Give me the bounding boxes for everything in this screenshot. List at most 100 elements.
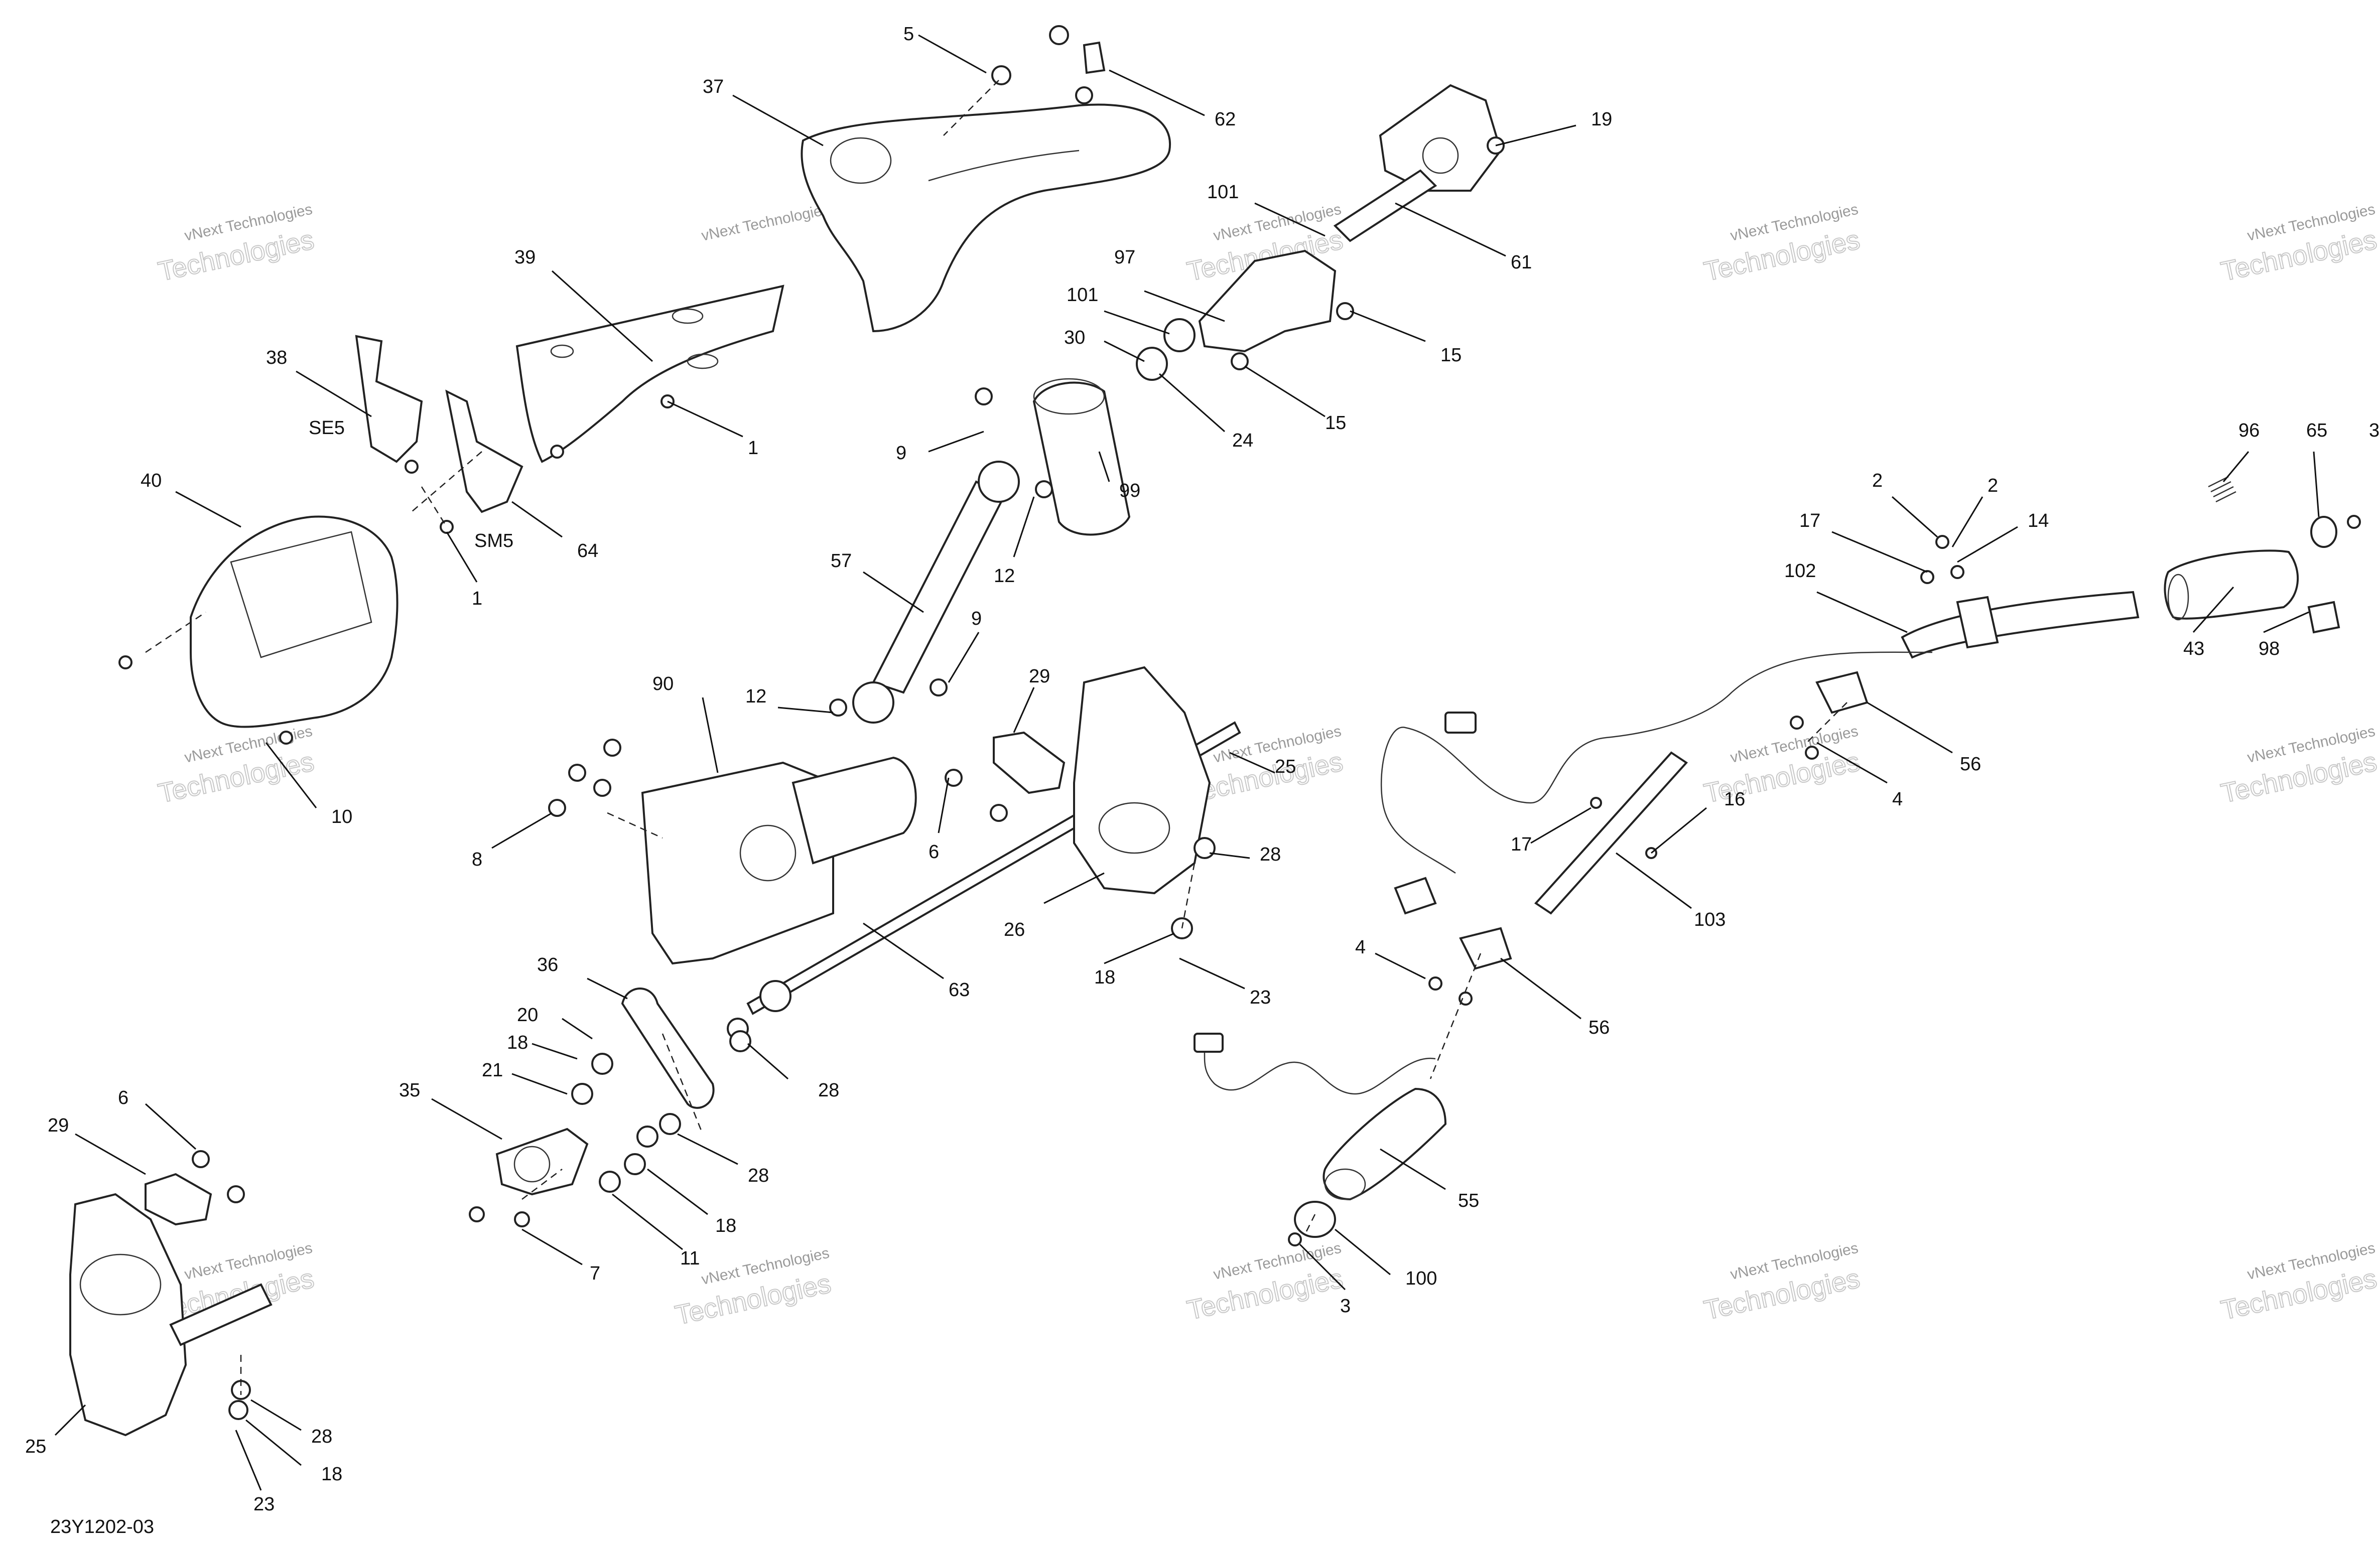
steering-knuckle (1073, 666, 1211, 895)
nut (228, 1400, 248, 1420)
watermark: Technologies (1701, 1264, 1863, 1326)
callout-102: 102 (1784, 560, 1816, 582)
ring (1136, 347, 1168, 381)
washer (591, 1053, 613, 1075)
callout-4: 4 (1892, 789, 1903, 810)
callout-103: 103 (1694, 909, 1726, 930)
nut (599, 1171, 621, 1193)
bolt (1590, 797, 1602, 809)
grip-heater-wire (1194, 1038, 1436, 1095)
callout-65: 65 (2306, 420, 2327, 441)
callout-9: 9 (896, 443, 906, 464)
watermark: Technologies (673, 1269, 834, 1331)
callout-18: 18 (321, 1464, 342, 1485)
instrument-hood (190, 515, 399, 728)
bolt (1790, 716, 1804, 730)
bolt (548, 799, 566, 817)
bolt (1336, 302, 1354, 320)
plate-bore (1422, 137, 1459, 174)
bolt (1288, 1232, 1302, 1246)
grip-end (2167, 574, 2189, 621)
watermark: Technologies (156, 225, 317, 287)
callout-100: 100 (1405, 1268, 1437, 1289)
knuckle-bore (1098, 802, 1170, 854)
tie-rod-end (759, 980, 791, 1012)
callout-28: 28 (818, 1080, 839, 1101)
callout-15: 15 (1440, 345, 1462, 366)
column-bracket (1198, 249, 1337, 353)
bolt (1920, 570, 1934, 584)
spacer (2307, 601, 2340, 634)
grip-connector (1194, 1033, 1224, 1053)
bolt (405, 460, 419, 474)
bolt (593, 779, 611, 797)
watermark: Technologies (2218, 225, 2379, 287)
steering-arm (993, 731, 1066, 794)
callout-21: 21 (482, 1060, 503, 1081)
callout-6: 6 (929, 842, 939, 863)
right-grip (2164, 549, 2299, 620)
u-joint-upper (978, 461, 1020, 503)
callout-99: 99 (1119, 480, 1140, 501)
callout-25: 25 (25, 1436, 46, 1457)
washer (571, 1083, 593, 1105)
nut (1035, 480, 1053, 498)
watermark: vNext Technologies (700, 201, 831, 244)
bolt (227, 1185, 245, 1203)
u-joint-lower (852, 681, 894, 724)
panel-hole (687, 353, 719, 369)
cover-rib (928, 150, 1080, 182)
callout-1: 1 (748, 438, 758, 459)
sleeve-opening (1033, 378, 1105, 415)
watermark: Technologies (1701, 225, 1863, 287)
callout-8: 8 (472, 849, 482, 870)
sleeve (1032, 381, 1131, 536)
callout-15: 15 (1325, 412, 1346, 434)
washer (636, 1126, 658, 1148)
callout-3: 3 (1340, 1296, 1351, 1317)
nut (624, 1153, 646, 1175)
bracket-se5 (355, 335, 423, 463)
callout-28: 28 (1260, 844, 1281, 865)
callout-17: 17 (1511, 834, 1532, 855)
cap (1083, 41, 1106, 74)
callout-30: 30 (1064, 327, 1085, 348)
support-rod (1534, 751, 1688, 915)
callout-39: 39 (514, 247, 536, 268)
bolt (1075, 86, 1093, 104)
callout-18: 18 (1094, 967, 1115, 988)
callout-29: 29 (1029, 666, 1050, 687)
callout-16: 16 (1724, 789, 1745, 810)
bolt (568, 764, 586, 782)
callout-se5: SE5 (309, 417, 345, 439)
bolt (118, 655, 133, 669)
bolt (550, 445, 564, 459)
nut (829, 698, 847, 717)
steering-column-cover (801, 103, 1171, 333)
bushing (1163, 318, 1196, 352)
callout-96: 96 (2238, 420, 2260, 441)
callout-101: 101 (1067, 285, 1098, 306)
callout-35: 35 (399, 1080, 420, 1101)
bearing-bracket (495, 1128, 589, 1196)
bolt (514, 1211, 530, 1227)
upper-shaft (1333, 169, 1437, 242)
panel-hole (672, 308, 704, 324)
callout-61: 61 (1511, 252, 1532, 273)
callout-26: 26 (1004, 919, 1025, 940)
callout-2: 2 (1872, 470, 1883, 491)
bolt (1428, 976, 1442, 991)
callout-63: 63 (949, 979, 970, 1001)
clamp-upper (1815, 671, 1869, 714)
callout-9: 9 (971, 608, 982, 629)
callout-28: 28 (311, 1426, 332, 1447)
bolt (192, 1150, 210, 1168)
callout-97: 97 (1114, 247, 1135, 268)
power-steering-unit (641, 761, 834, 965)
steering-arm-left (145, 1173, 212, 1226)
callout-7: 7 (590, 1263, 600, 1284)
bracket-sm5 (445, 389, 523, 513)
callout-64: 64 (577, 540, 598, 562)
callout-6: 6 (118, 1087, 128, 1108)
watermark: Technologies (1184, 1264, 1346, 1326)
